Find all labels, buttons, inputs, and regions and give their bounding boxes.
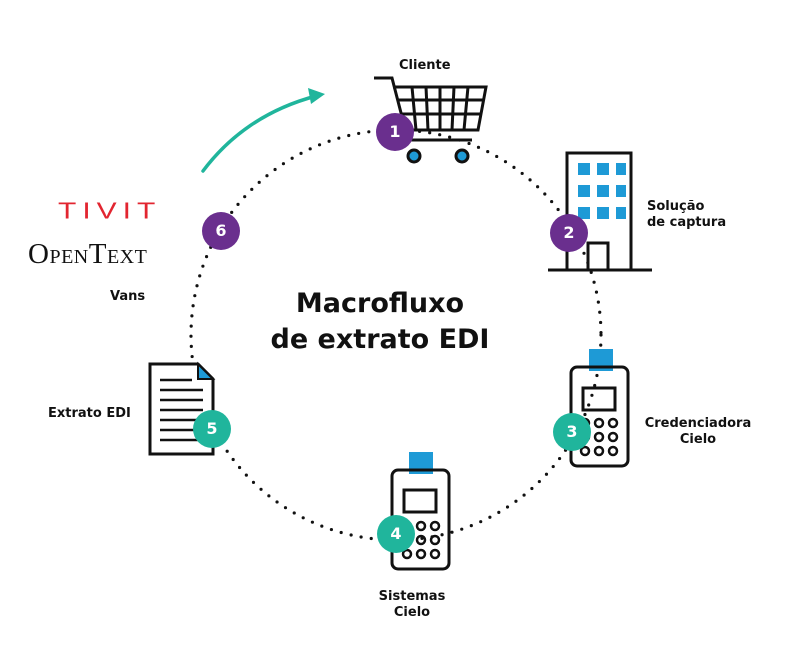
step-1-badge: 1: [376, 113, 414, 151]
tivit-logo: TIVIT: [58, 198, 162, 224]
shopping-cart-icon: [374, 76, 488, 164]
step-6-badge: 6: [202, 212, 240, 250]
cycle-dotted-circle: [189, 128, 603, 542]
step-4-label: Sistemas Cielo: [378, 589, 446, 620]
step-2-badge: 2: [550, 214, 588, 252]
step-5-label: Extrato EDI: [48, 406, 131, 421]
step-5-badge: 5: [193, 410, 231, 448]
step-6-label: Vans: [110, 289, 146, 304]
step-3-label: Credenciadora Cielo: [644, 416, 752, 447]
step-1-label: Cliente: [399, 58, 451, 73]
step-3-badge: 3: [553, 413, 591, 451]
title-line-1: Macrofluxo: [295, 288, 465, 319]
title-line-2: de extrato EDI: [270, 324, 490, 355]
step-4-badge: 4: [377, 515, 415, 553]
office-building-icon: [548, 151, 652, 272]
opentext-logo: OpenText: [28, 238, 148, 270]
step-2-label: Solução de captura: [647, 199, 727, 230]
diagram-title: Macrofluxo de extrato EDI: [250, 286, 510, 358]
flow-arrow: [201, 88, 325, 173]
